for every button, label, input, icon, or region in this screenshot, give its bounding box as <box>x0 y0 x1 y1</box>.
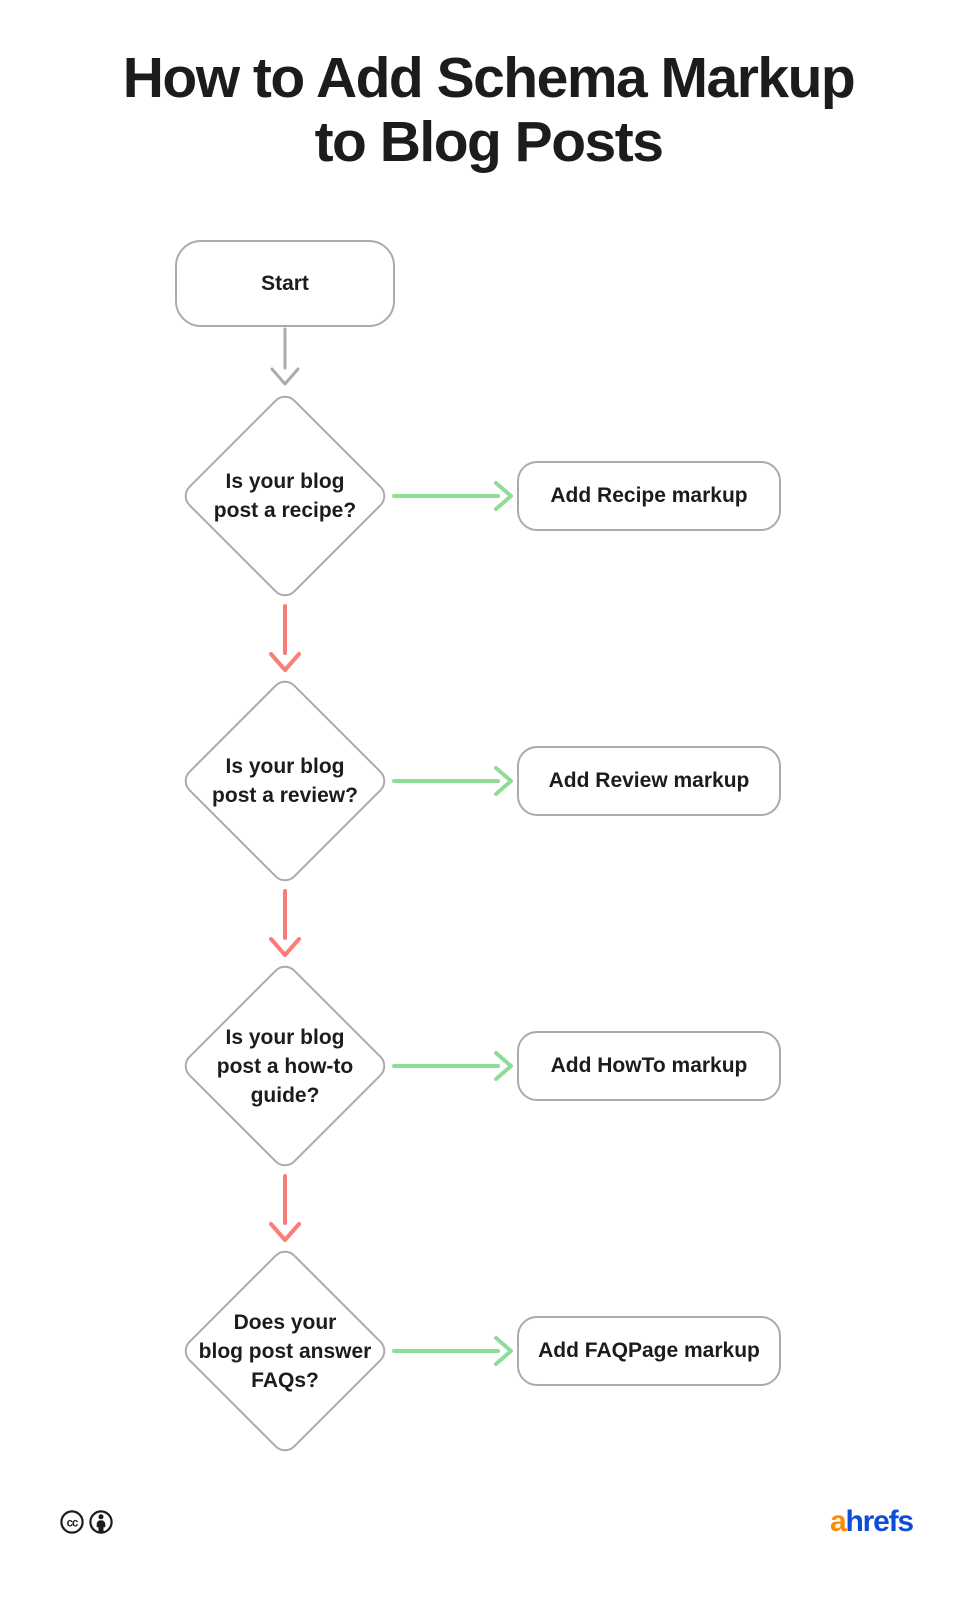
edge-no-arrow-1 <box>269 604 301 672</box>
start-label: Start <box>261 271 309 295</box>
cc-icon: cc <box>60 1510 84 1534</box>
ahrefs-logo: ahrefs <box>830 1504 915 1540</box>
edge-yes-arrow-4 <box>392 1336 513 1366</box>
edge-yes-arrow-3 <box>392 1051 513 1081</box>
action-label: Add Recipe markup <box>550 484 748 507</box>
attribution-icon <box>89 1510 113 1534</box>
edge-no-arrow-3 <box>269 1174 301 1242</box>
action-node-faq: Add FAQPage markup <box>517 1316 781 1386</box>
edge-yes-arrow-1 <box>392 481 513 511</box>
start-node: Start <box>175 240 395 327</box>
title-line-2: to Blog Posts <box>314 110 664 174</box>
decision-label-review: Is your blog post a review? <box>170 716 400 846</box>
decision-question: Is your blog post a how-to guide? <box>216 1025 354 1107</box>
ahrefs-logo-a: a <box>830 1505 847 1538</box>
edge-start-arrow <box>270 327 300 386</box>
decision-question: Is your blog post a review? <box>212 755 358 807</box>
edge-yes-arrow-2 <box>392 766 513 796</box>
edge-no-arrow-2 <box>269 889 301 957</box>
page-title: How to Add Schema Markup to Blog Posts <box>0 46 977 174</box>
decision-label-faq: Does your blog post answer FAQs? <box>170 1286 400 1416</box>
decision-label-howto: Is your blog post a how-to guide? <box>170 1001 400 1131</box>
action-label: Add HowTo markup <box>550 1054 748 1077</box>
action-label: Add Review markup <box>548 769 750 792</box>
decision-label-recipe: Is your blog post a recipe? <box>170 431 400 561</box>
action-label: Add FAQPage markup <box>538 1339 760 1362</box>
decision-question: Does your blog post answer FAQs? <box>198 1310 372 1392</box>
action-node-recipe: Add Recipe markup <box>517 461 781 531</box>
decision-question: Is your blog post a recipe? <box>213 470 357 522</box>
license-icons: cc <box>60 1510 113 1534</box>
action-node-review: Add Review markup <box>517 746 781 816</box>
ahrefs-logo-hrefs: hrefs <box>845 1505 915 1538</box>
action-node-howto: Add HowTo markup <box>517 1031 781 1101</box>
title-line-1: How to Add Schema Markup <box>122 46 856 110</box>
svg-text:cc: cc <box>67 1517 79 1529</box>
